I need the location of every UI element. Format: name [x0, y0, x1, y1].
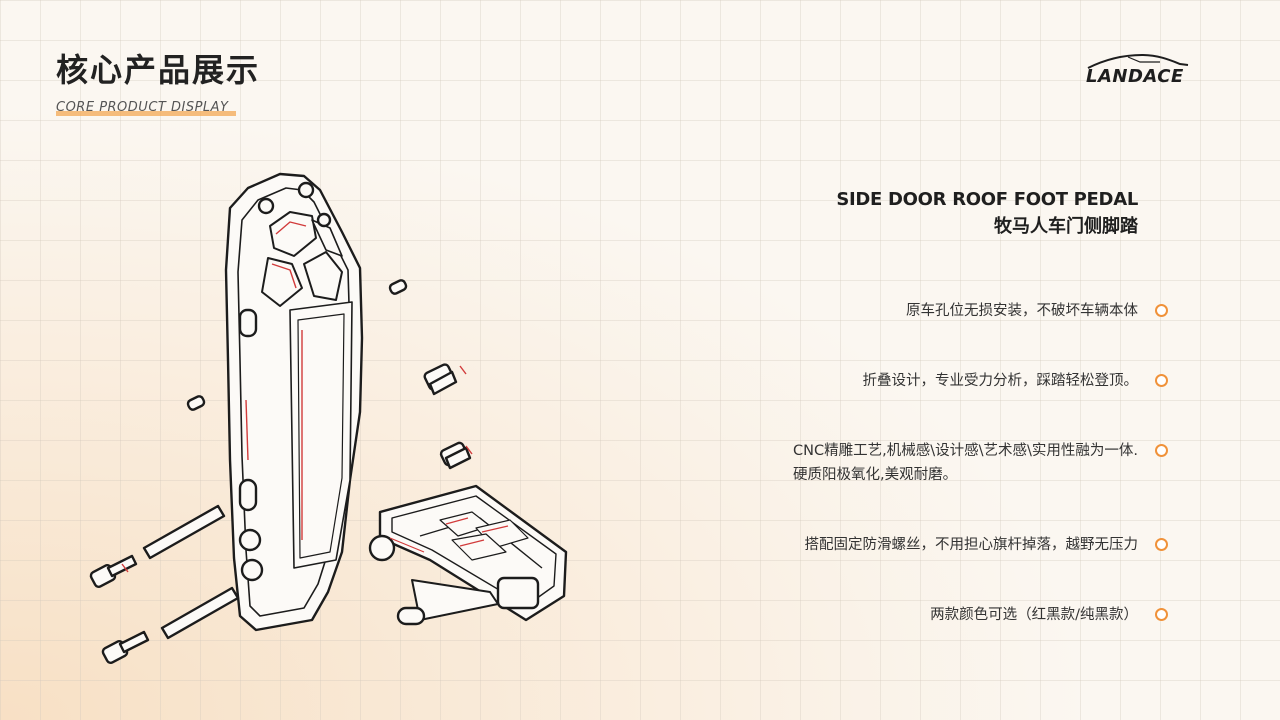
foot-pedal-exploded-view-illustration [80, 160, 620, 680]
feature-item: 搭配固定防滑螺丝，不用担心旗杆掉落，越野无压力 [804, 533, 1168, 557]
feature-text: CNC精雕工艺,机械感\设计感\艺术感\实用性融为一体. [793, 443, 1138, 459]
feature-item: CNC精雕工艺,机械感\设计感\艺术感\实用性融为一体. 硬质阳极氧化,美观耐磨… [793, 439, 1168, 487]
page-title: 核心产品展示 [56, 51, 261, 89]
feature-item: 原车孔位无损安装，不破坏车辆本体 [906, 299, 1168, 323]
bullet-ring-icon [1155, 444, 1168, 457]
brand-logo: LANDACE [1084, 52, 1196, 92]
feature-text: 原车孔位无损安装，不破坏车辆本体 [906, 303, 1138, 319]
page-subtitle: CORE PRODUCT DISPLAY [56, 100, 237, 116]
feature-item: 两款颜色可选（红黑款/纯黑款） [930, 603, 1168, 627]
bullet-ring-icon [1155, 538, 1168, 551]
feature-text: 硬质阳极氧化,美观耐磨。 [793, 467, 958, 483]
feature-item: 折叠设计，专业受力分析，踩踏轻松登顶。 [862, 369, 1168, 393]
feature-text: 折叠设计，专业受力分析，踩踏轻松登顶。 [862, 373, 1139, 389]
car-silhouette-icon [1087, 53, 1189, 69]
product-heading: SIDE DOOR ROOF FOOT PEDAL 牧马人车门侧脚踏 [836, 188, 1138, 240]
feature-text: 搭配固定防滑螺丝，不用担心旗杆掉落，越野无压力 [804, 537, 1139, 553]
product-title-cn: 牧马人车门侧脚踏 [994, 216, 1138, 237]
bullet-ring-icon [1155, 374, 1168, 387]
product-title-en: SIDE DOOR ROOF FOOT PEDAL [836, 189, 1138, 210]
bullet-ring-icon [1155, 304, 1168, 317]
bullet-ring-icon [1155, 608, 1168, 621]
feature-text: 两款颜色可选（红黑款/纯黑款） [930, 607, 1138, 623]
brand-name: LANDACE [1086, 66, 1184, 87]
